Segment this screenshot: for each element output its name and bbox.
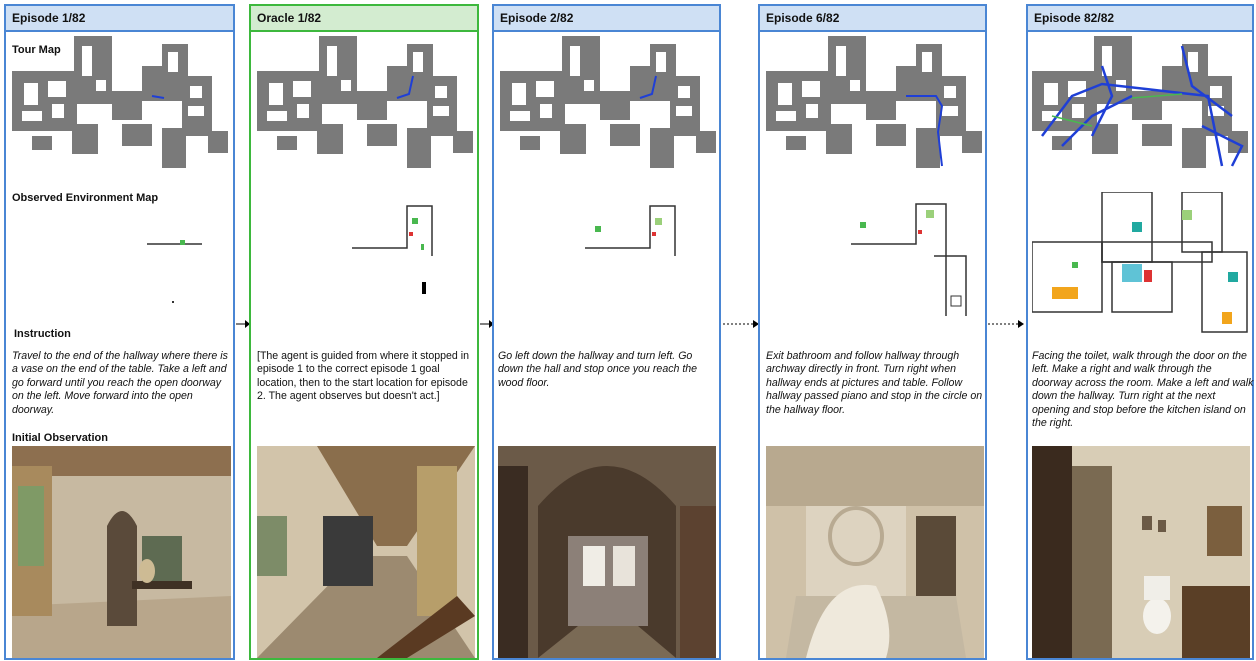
episode-panel-2: Episode 2/82 Go left down the hallway an…	[492, 4, 721, 660]
env-map-label: Observed Environment Map	[12, 192, 159, 204]
initial-observation-label: Initial Observation	[12, 432, 108, 444]
arrow-1	[236, 320, 250, 328]
instruction-text: Facing the toilet, walk through the door…	[1032, 350, 1254, 430]
tour-map	[12, 36, 228, 168]
observed-env-map	[851, 203, 967, 316]
panel-title: Episode 6/82	[760, 6, 985, 32]
observation-image	[257, 446, 475, 658]
episode-panel-1: Episode 1/82 Tour Map Observed Environme…	[4, 4, 235, 660]
instruction-text: Exit bathroom and follow hallway through…	[766, 350, 983, 416]
observation-image	[498, 446, 716, 658]
instruction-text: [The agent is guided from where it stopp…	[257, 350, 469, 403]
panel-title: Episode 82/82	[1028, 6, 1252, 32]
observation-image	[12, 446, 231, 658]
panel-title: Episode 2/82	[494, 6, 719, 32]
tour-map-label: Tour Map	[12, 44, 61, 56]
dotted-arrow-1	[723, 320, 759, 328]
instruction-label: Instruction	[14, 328, 71, 340]
oracle-panel: Oracle 1/82 [The agent is guided from wh…	[249, 4, 479, 660]
arrow-2	[480, 320, 494, 328]
instruction-text: Travel to the end of the hallway where t…	[12, 350, 228, 416]
tour-map	[500, 36, 716, 168]
observed-env-map	[147, 240, 202, 303]
panel-title: Episode 1/82	[6, 6, 233, 32]
episode-panel-6: Episode 6/82 Exit bathroom and follow ha…	[758, 4, 987, 660]
panel-title: Oracle 1/82	[251, 6, 477, 32]
episode-panel-82: Episode 82/82 Facing the toilet, walk th…	[1026, 4, 1254, 660]
tour-map	[766, 36, 982, 168]
instruction-text: Go left down the hallway and turn left. …	[498, 350, 698, 389]
observed-env-map	[1032, 192, 1248, 333]
observed-env-map	[585, 205, 676, 256]
observation-image	[766, 446, 984, 658]
observed-env-map	[352, 205, 433, 294]
dotted-arrow-2	[988, 320, 1024, 328]
observation-image	[1032, 446, 1250, 658]
tour-map	[1032, 36, 1248, 168]
tour-map	[257, 36, 473, 168]
